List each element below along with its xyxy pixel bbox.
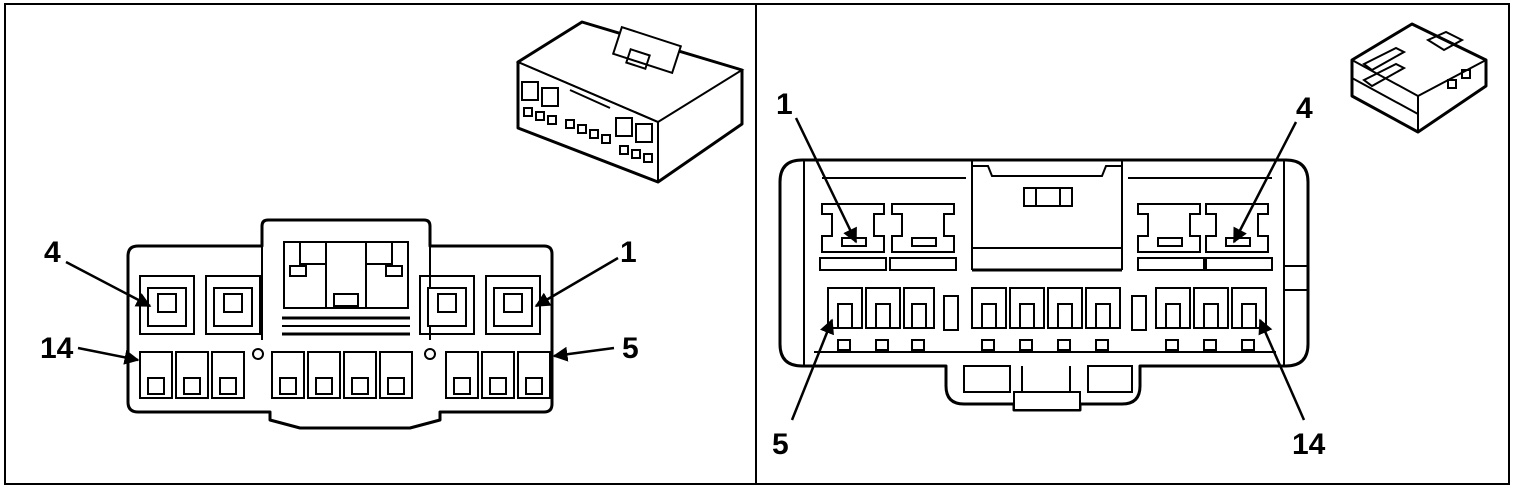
left-label-pin-4: 4 [44, 236, 61, 269]
left-connector-view: 4 1 14 5 [40, 20, 745, 430]
right-connector-face [778, 158, 1310, 412]
right-connector-view: 1 4 5 14 [772, 22, 1488, 461]
right-connector-thumbnail [1350, 22, 1488, 134]
left-connector-thumbnail [515, 20, 745, 184]
left-label-pin-1: 1 [620, 236, 637, 269]
right-label-pin-14: 14 [1292, 428, 1326, 461]
left-upper-cavities [139, 275, 541, 335]
left-label-pin-14: 14 [40, 332, 74, 365]
left-connector-face [126, 218, 554, 430]
right-label-pin-5: 5 [772, 428, 789, 461]
right-label-pin-1: 1 [776, 88, 793, 121]
right-label-pin-4: 4 [1296, 92, 1313, 125]
left-lower-cavities [139, 348, 551, 399]
right-lower-cavities [814, 287, 1276, 353]
left-label-pin-5: 5 [622, 332, 639, 365]
